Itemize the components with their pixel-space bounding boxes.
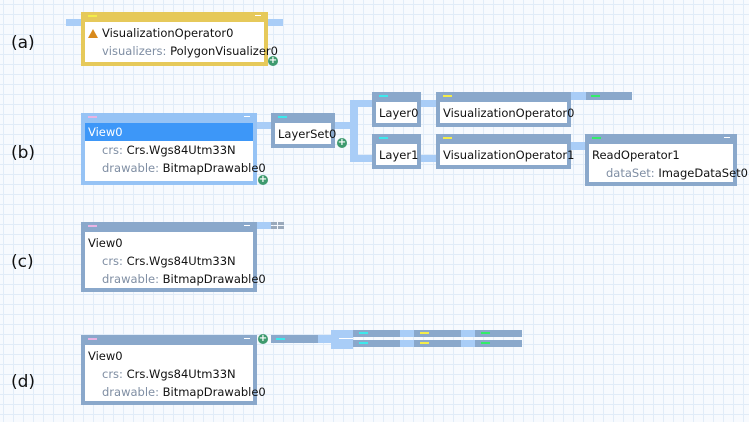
- connection-wire: [350, 100, 372, 107]
- node-title: Layer1: [379, 148, 419, 162]
- layer-node[interactable]: Layer1: [372, 134, 421, 169]
- connection-wire: [350, 100, 358, 162]
- drop-target-handle[interactable]: [271, 222, 285, 229]
- collapsed-layer-node[interactable]: [353, 330, 400, 337]
- warning-icon: [88, 29, 98, 38]
- connection-wire: [257, 222, 271, 229]
- node-type-tab: [420, 342, 429, 344]
- node-property: crs: Crs.Wgs84Utm33N: [102, 254, 236, 268]
- node-type-tab: [443, 95, 452, 97]
- node-property: visualizers: PolygonVisualizer0: [102, 44, 278, 58]
- minimize-button[interactable]: [244, 225, 250, 226]
- minimize-button[interactable]: [724, 137, 730, 138]
- node-type-tab: [420, 332, 429, 334]
- visualization-operator-node[interactable]: VisualizationOperator0 visualizers: Poly…: [81, 12, 278, 66]
- node-type-tab: [592, 137, 601, 139]
- node-type-tab: [379, 137, 388, 139]
- connection-wire: [461, 330, 475, 337]
- node-type-tab: [88, 225, 97, 227]
- node-type-tab: [88, 116, 97, 118]
- collapsed-visualization-operator-node[interactable]: [414, 340, 461, 347]
- node-title: VisualizationOperator0: [102, 26, 234, 40]
- layerset-node[interactable]: LayerSet0: [271, 113, 337, 148]
- node-type-tab: [591, 95, 600, 97]
- read-operator-node[interactable]: ReadOperator1 dataSet: ImageDataSet0: [585, 134, 749, 186]
- node-title: VisualizationOperator0: [443, 106, 575, 120]
- node-type-tab: [443, 137, 452, 139]
- connection-wire: [350, 155, 372, 162]
- connection-wire: [257, 122, 271, 129]
- minimize-button[interactable]: [244, 116, 250, 117]
- wire-gap: [339, 338, 353, 339]
- connection-wire: [400, 340, 414, 347]
- add-icon[interactable]: +: [337, 137, 347, 148]
- connection-wire: [421, 100, 436, 107]
- node-type-tab: [88, 15, 97, 17]
- node-type-tab: [481, 342, 490, 344]
- panel-label-b: (b): [11, 143, 36, 163]
- node-property: drawable: BitmapDrawable0: [102, 161, 266, 175]
- node-property: drawable: BitmapDrawable0: [102, 272, 266, 286]
- node-type-tab: [88, 338, 97, 340]
- node-type-tab: [278, 116, 287, 118]
- minimize-button[interactable]: [255, 15, 261, 16]
- collapsed-read-operator-node[interactable]: [586, 92, 632, 100]
- node-title: Layer0: [379, 106, 419, 120]
- node-type-tab: [379, 95, 388, 97]
- collapsed-visualization-operator-node[interactable]: [414, 330, 461, 337]
- node-type-tab: [481, 332, 490, 334]
- visualization-operator-node[interactable]: VisualizationOperator0: [436, 92, 575, 127]
- view-node[interactable]: View0 crs: Crs.Wgs84Utm33N drawable: Bit…: [81, 335, 266, 405]
- connection-wire: [318, 335, 332, 343]
- node-type-tab: [359, 332, 368, 334]
- node-title: VisualizationOperator1: [443, 148, 575, 162]
- node-property: crs: Crs.Wgs84Utm33N: [102, 367, 236, 381]
- node-title: View0: [85, 123, 253, 141]
- panel-label-d: (d): [11, 372, 36, 392]
- node-title: ReadOperator1: [592, 148, 680, 162]
- connection-wire: [571, 92, 587, 100]
- collapsed-read-operator-node[interactable]: [475, 340, 522, 347]
- node-title: LayerSet0: [278, 127, 337, 141]
- node-title: View0: [88, 349, 123, 363]
- node-property: crs: Crs.Wgs84Utm33N: [102, 143, 236, 157]
- collapsed-read-operator-node[interactable]: [475, 330, 522, 337]
- collapsed-layer-node[interactable]: [353, 340, 400, 347]
- node-type-tab: [359, 342, 368, 344]
- connection-wire: [461, 340, 475, 347]
- add-icon[interactable]: +: [258, 333, 268, 344]
- view-node[interactable]: View0 crs: Crs.Wgs84Utm33N drawable: Bit…: [81, 222, 266, 292]
- node-property: dataSet: ImageDataSet0: [606, 166, 749, 180]
- add-icon[interactable]: +: [258, 174, 268, 185]
- node-title: View0: [88, 236, 123, 250]
- connection-wire: [421, 155, 436, 162]
- collapsed-layerset-node[interactable]: [271, 335, 319, 343]
- add-icon[interactable]: +: [268, 55, 278, 66]
- connection-wire: [331, 330, 353, 349]
- view-node[interactable]: View0 crs: Crs.Wgs84Utm33N drawable: Bit…: [81, 113, 266, 185]
- visualization-operator-node[interactable]: VisualizationOperator1: [436, 134, 575, 169]
- connection-wire: [400, 330, 414, 337]
- layer-node[interactable]: Layer0: [372, 92, 421, 127]
- connection-wire: [571, 142, 585, 150]
- node-type-tab: [276, 338, 285, 340]
- panel-label-c: (c): [11, 252, 34, 272]
- connection-wire: [335, 122, 353, 129]
- node-property: drawable: BitmapDrawable0: [102, 385, 266, 399]
- panel-label-a: (a): [11, 33, 35, 53]
- minimize-button[interactable]: [244, 338, 250, 339]
